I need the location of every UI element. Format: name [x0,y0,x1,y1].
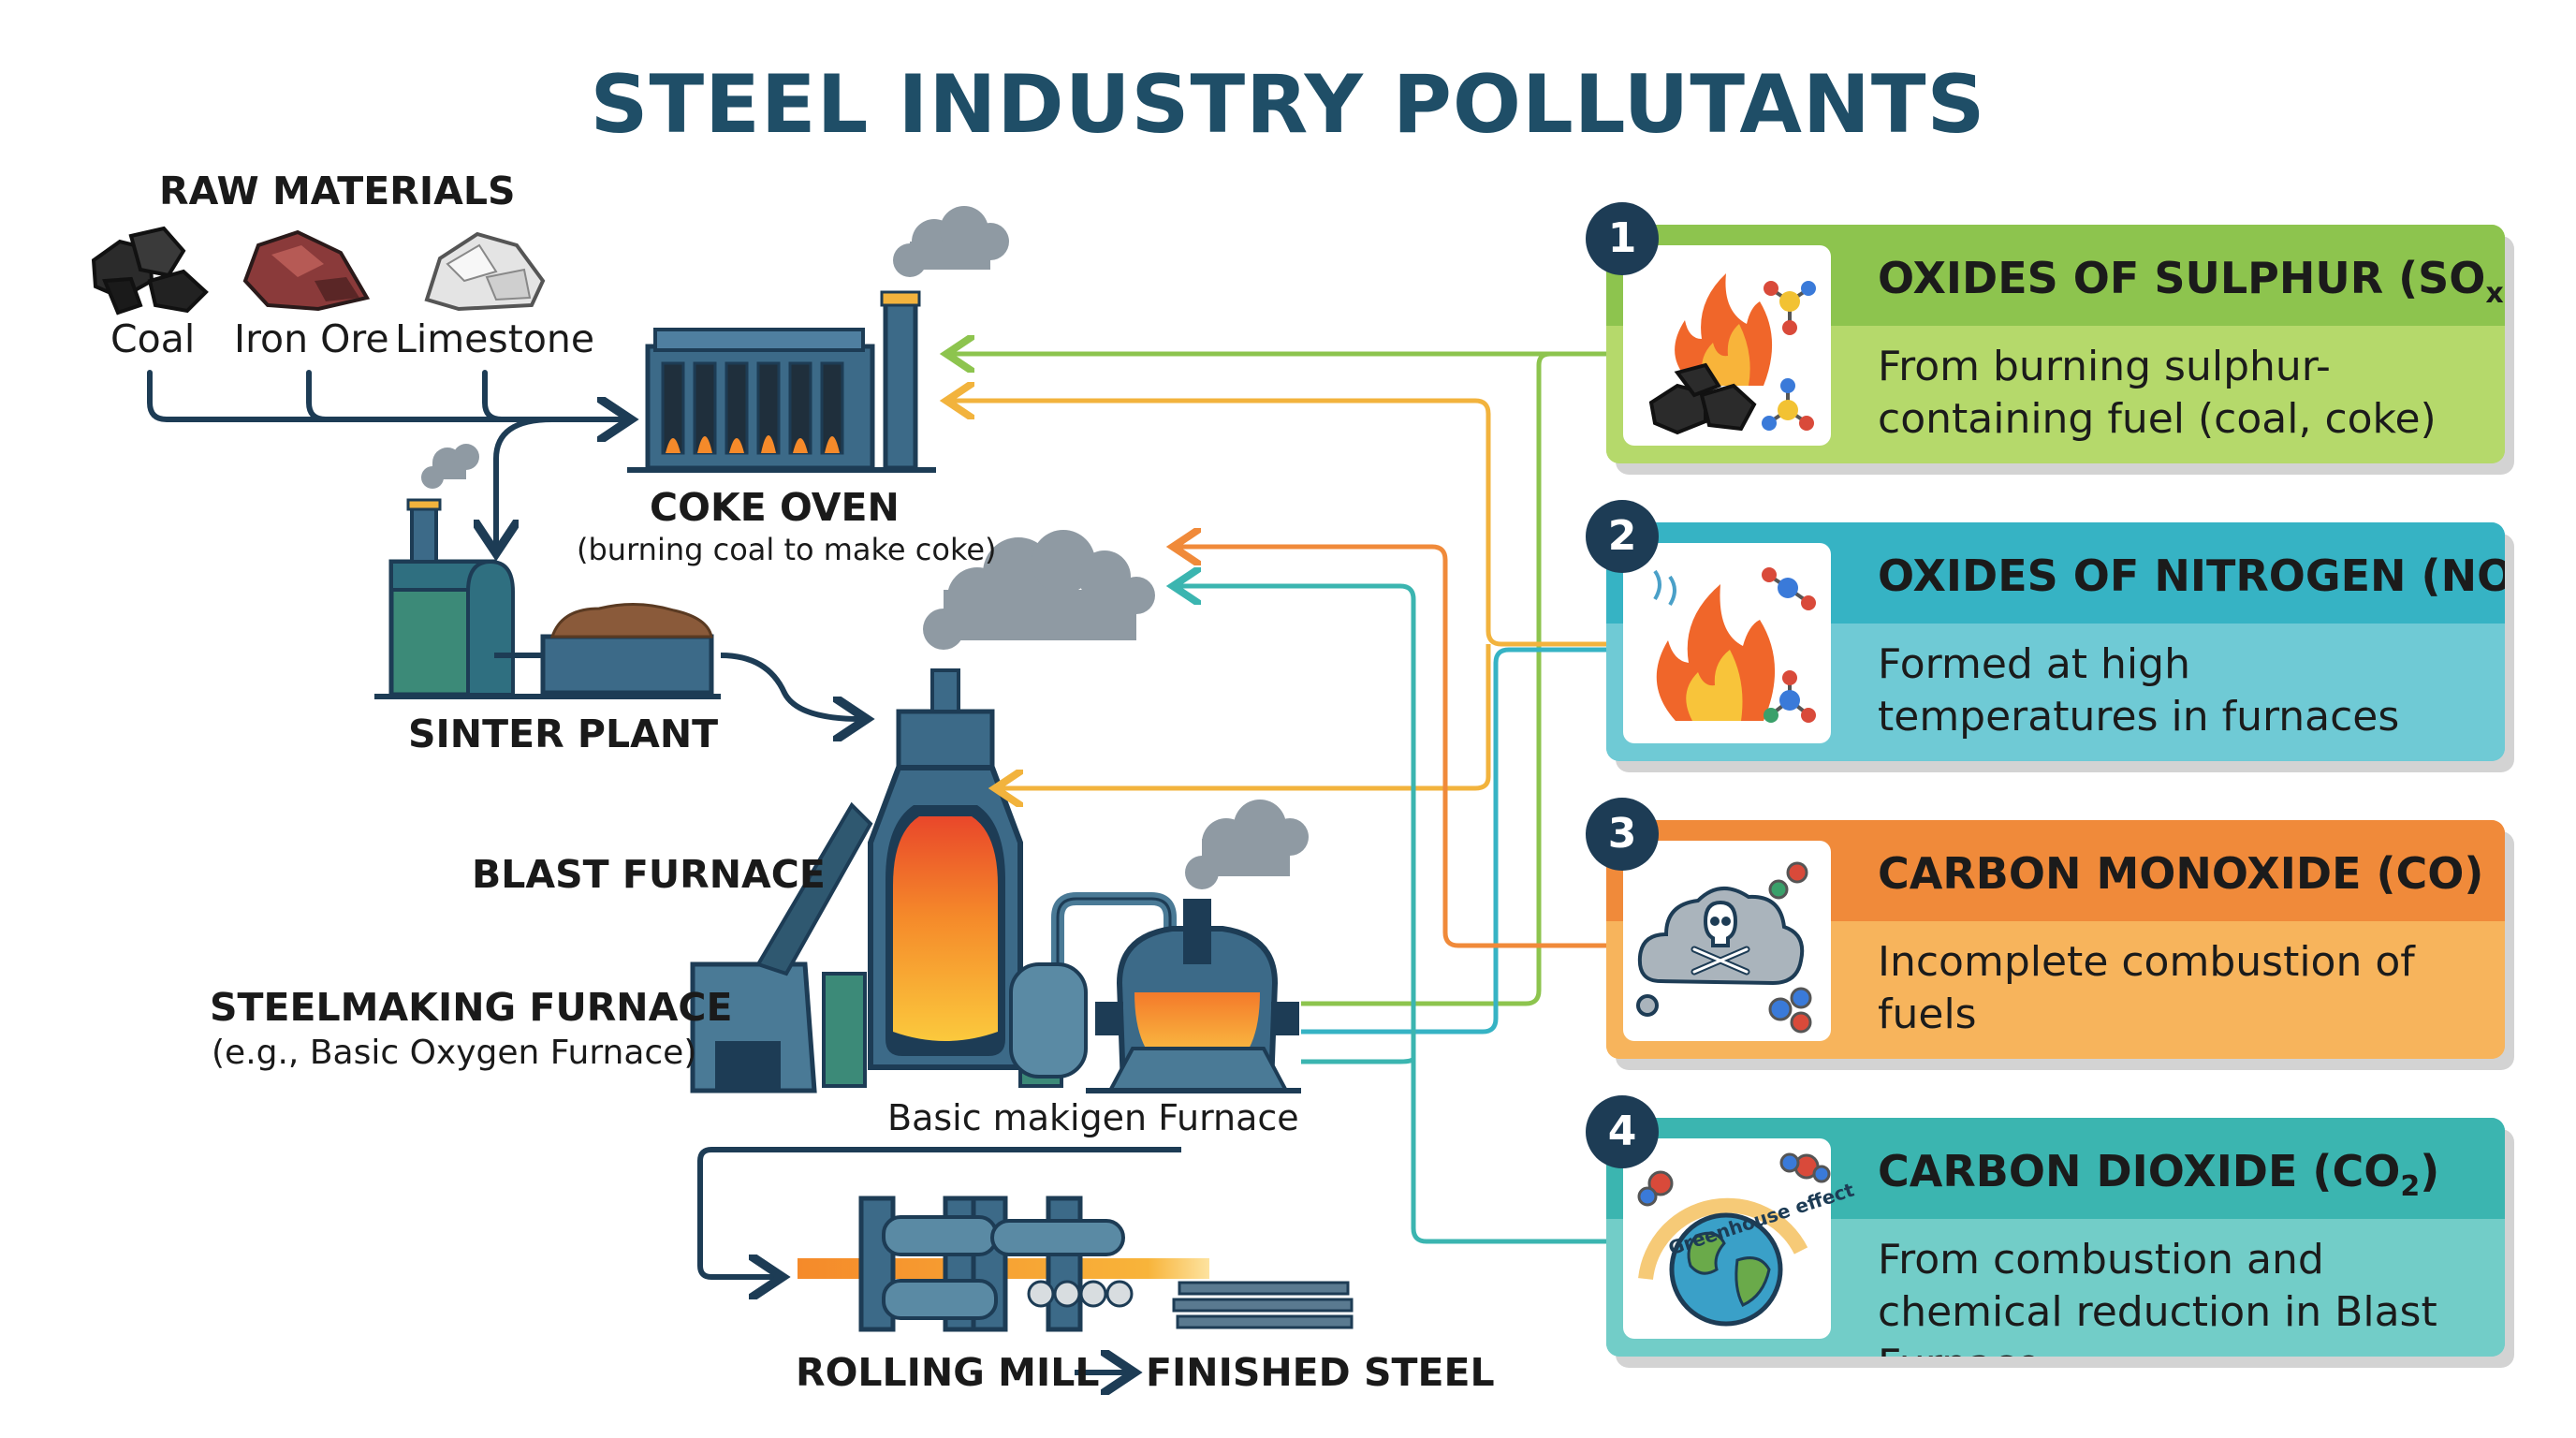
pollutant-title: CARBON MONOXIDE (CO) [1878,848,2483,899]
yellow-connector-lines [951,401,1606,788]
pollutant-card-1: OXIDES OF SULPHUR (SOx) From burning sulp… [1606,225,2505,463]
coal-icon [91,226,209,315]
limestone-icon [424,231,546,312]
raw-material-coal-label: Coal [110,316,196,361]
steelmaking-furnace-label: STEELMAKING FURNACE [210,985,733,1030]
pollutant-title: CARBON DIOXIDE (CO2) [1878,1146,2439,1203]
converter-illustration [1086,899,1301,1093]
pollutant-description: Incomplete combustion of fuels [1878,938,2415,1038]
earth-greenhouse-icon [1623,1138,1831,1339]
blast-furnace-illustration [690,668,1177,1093]
smoke-cloud-icon [893,206,1009,277]
flame-icon [1623,543,1831,743]
coke-oven-label: COKE OVEN [650,485,900,530]
raw-materials-heading: RAW MATERIALS [159,169,516,213]
pollutant-card-2: OXIDES OF NITROGEN (NOx) Formed at high t… [1606,522,2505,761]
pollutant-title-main: OXIDES OF NITROGEN (NO [1878,550,2505,601]
pollutant-title-subscript: 2 [2400,1170,2421,1204]
pollutant-card-3: CARBON MONOXIDE (CO) Incomplete combustio… [1606,820,2505,1059]
nox-connector-lines [1301,647,1606,1034]
pollutant-card-4: CARBON DIOXIDE (CO2) From combustion and … [1606,1118,2505,1357]
iron-ore-icon [242,229,371,312]
finished-steel-label: FINISHED STEEL [1146,1350,1495,1395]
burning-coal-icon [1623,245,1831,446]
pollutant-title-main: OXIDES OF SULPHUR (SO [1878,253,2486,303]
raw-material-limestone-label: Limestone [395,316,595,361]
co-connector-lines [1178,547,1606,948]
pollutant-description: From burning sulphur-containing fuel (co… [1878,343,2437,443]
rolling-mill-illustration [798,1196,1354,1332]
raw-material-iron-ore-label: Iron Ore [234,316,389,361]
sinter-plant-illustration [374,498,721,699]
pollutant-title-end: ) [2420,1146,2440,1196]
pollutant-title-main: CARBON MONOXIDE (CO) [1878,848,2484,899]
pollutant-title-end: ) [2504,253,2505,303]
converter-smoke [1185,800,1309,889]
co2-connector-lines [1178,586,1606,1244]
pollutant-number-badge: 3 [1586,798,1659,871]
blast-furnace-label: BLAST FURNACE [472,852,826,897]
sox-connector-lines [951,354,1606,1006]
pollutant-number-badge: 4 [1586,1095,1659,1168]
smoke-cloud-icon-small [421,444,479,489]
raw-material-feed-arrows [147,370,625,548]
pollutant-number-badge: 1 [1586,202,1659,275]
coke-oven-illustration [627,290,936,473]
converter-to-mill-arrow [697,1147,1181,1277]
coke-oven-note: (burning coal to make coke) [577,532,997,567]
pollutant-description: Formed at high temperatures in furnaces [1878,640,2400,741]
pollutant-title: OXIDES OF SULPHUR (SOx) [1878,253,2505,310]
sinter-to-blast-arrow [720,653,861,719]
basic-furnace-label: Basic makigen Furnace [887,1097,1299,1138]
pollutant-description: From combustion and chemical reduction i… [1878,1236,2437,1357]
blast-furnace-smoke [923,530,1155,650]
rolling-mill-label: ROLLING MILL [796,1350,1100,1395]
page-title: STEEL INDUSTRY POLLUTANTS [590,58,1986,152]
pollutant-title-main: CARBON DIOXIDE (CO [1878,1146,2401,1196]
steelmaking-furnace-note: (e.g., Basic Oxygen Furnace) [212,1034,697,1072]
sinter-plant-label: SINTER PLANT [408,712,719,756]
toxic-cloud-icon [1623,841,1831,1041]
pollutant-title: OXIDES OF NITROGEN (NOx) [1878,550,2505,608]
pollutant-title-subscript: x [2485,277,2504,311]
pollutant-number-badge: 2 [1586,500,1659,573]
